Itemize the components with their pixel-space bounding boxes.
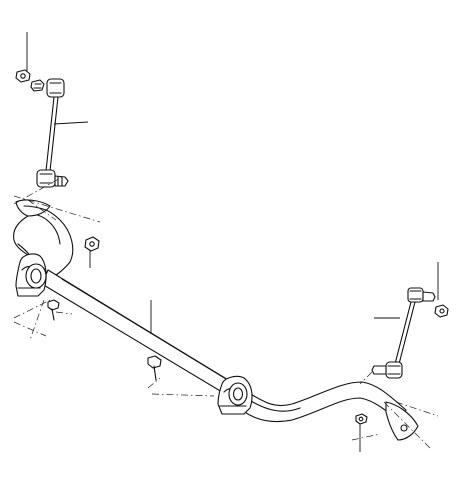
left-arm-nut — [84, 236, 100, 252]
left-clamp-bolt — [47, 299, 60, 321]
upper-right-nut — [434, 304, 449, 318]
upper-left-nut — [15, 69, 31, 83]
right-arm-nut — [355, 413, 368, 425]
center-lines — [13, 175, 439, 449]
right-bush-clamp — [217, 375, 253, 415]
callout-leaders — [26, 32, 439, 452]
center-clamp-bolt — [147, 355, 162, 381]
left-drop-link — [30, 78, 69, 188]
left-bush-clamp — [15, 253, 47, 297]
right-drop-link — [371, 287, 436, 379]
stabilizer-bar — [13, 199, 419, 441]
